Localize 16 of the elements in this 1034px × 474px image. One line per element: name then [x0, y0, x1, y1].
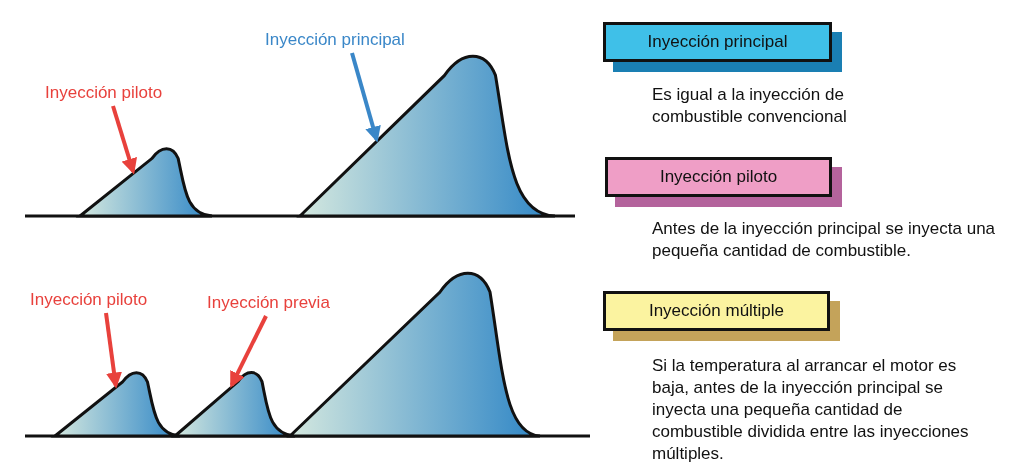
description-text: Es igual a la inyección de combustible convencional	[652, 84, 848, 128]
heading-box: Inyección piloto	[605, 157, 832, 197]
description-text: Antes de la inyección principal se inyecta una pequeña cantidad de combustible.	[652, 218, 997, 262]
description-text: Si la temperatura al arrancar el motor es baja, antes de la inyección principal se inyecta una pequeña cantidad de combustible dividida entre las inyecciones múltiples.	[652, 355, 970, 465]
callout-label: Inyección piloto	[30, 290, 148, 310]
arrow	[350, 52, 381, 143]
heading-box: Inyección múltiple	[603, 291, 830, 331]
arrow	[104, 312, 122, 389]
callout-label: Inyección principal	[265, 30, 405, 50]
injection-curve	[298, 54, 557, 218]
injection-curve	[78, 147, 214, 218]
arrow	[229, 315, 268, 388]
callout-label: Inyección previa	[207, 293, 330, 313]
callout-label: Inyección piloto	[45, 83, 163, 103]
arrow	[111, 105, 137, 175]
heading-box: Inyección principal	[603, 22, 832, 62]
